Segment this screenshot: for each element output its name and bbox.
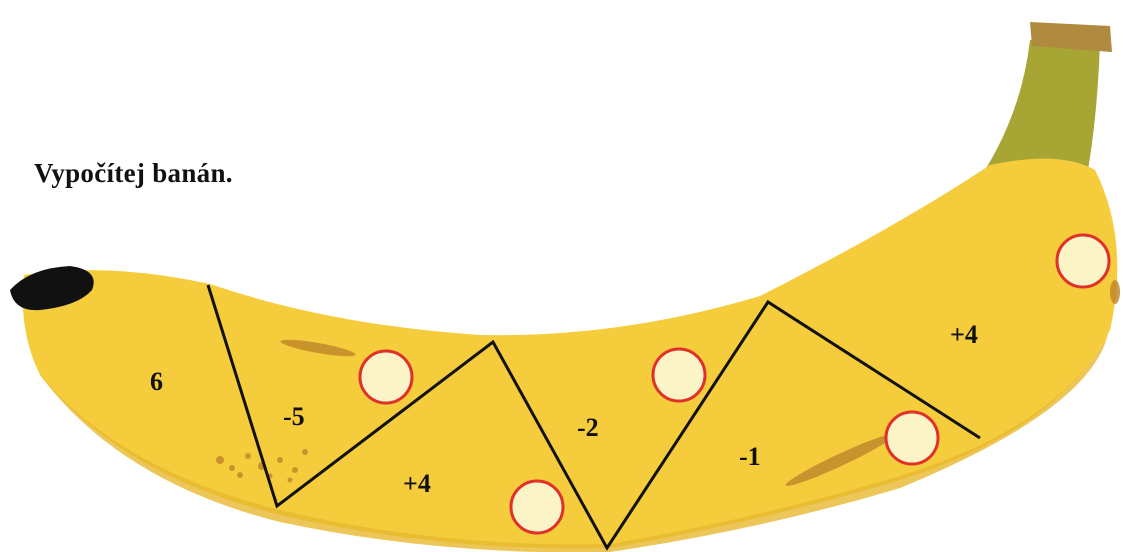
answer-circle-1[interactable] <box>360 351 412 403</box>
answer-circle-4[interactable] <box>886 412 938 464</box>
value-5: -1 <box>739 442 761 471</box>
value-1: 6 <box>150 367 163 396</box>
banana-stem <box>985 40 1100 170</box>
value-2: -5 <box>283 402 305 431</box>
value-4: -2 <box>577 413 599 442</box>
answer-circle-2[interactable] <box>511 481 563 533</box>
value-3: +4 <box>403 469 431 498</box>
answer-circle-5[interactable] <box>1057 235 1109 287</box>
value-6: +4 <box>950 320 978 349</box>
answer-circle-3[interactable] <box>653 349 705 401</box>
